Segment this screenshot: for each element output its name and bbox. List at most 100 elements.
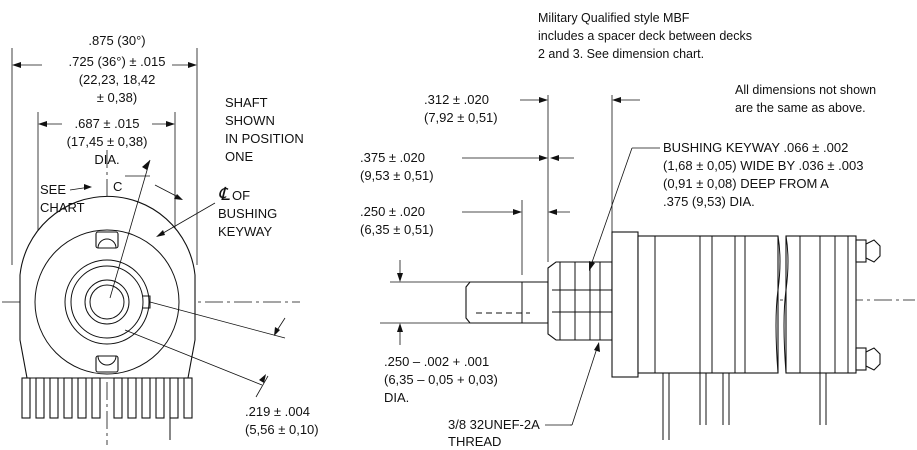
thread-line1: 3/8 32UNEF-2A xyxy=(448,417,540,432)
keyway-note-line1: BUSHING KEYWAY .066 ± .002 xyxy=(663,140,848,155)
rear-nut-bottom xyxy=(855,347,867,371)
nut-bottom xyxy=(865,347,881,371)
arrowhead xyxy=(397,273,403,282)
mbf-note-line3: 2 and 3. See dimension chart. xyxy=(538,47,704,61)
dim-width-line2: .725 (36°) ± .015 xyxy=(69,54,166,69)
bottom-tab-curve xyxy=(97,355,117,366)
shaft-note-line2: SHOWN xyxy=(225,113,275,128)
terminal-pins xyxy=(21,377,193,440)
shaft-inner-circle xyxy=(89,284,125,320)
housing-circle xyxy=(34,229,180,375)
shaft-note-line3: IN POSITION xyxy=(225,131,304,146)
dim-bushing-line2: (17,45 ± 0,38) xyxy=(67,134,148,149)
arrowhead xyxy=(539,97,548,103)
shaft-circle xyxy=(84,279,130,325)
not-shown-note-line2: are the same as above. xyxy=(735,101,866,115)
dim-250-line2: (6,35 ± 0,51) xyxy=(360,222,434,237)
terminal-pin xyxy=(63,377,73,419)
dim-keyway-line1: .219 ± .004 xyxy=(245,404,310,419)
arrowhead xyxy=(259,374,266,383)
arrowhead xyxy=(594,342,600,352)
dim-bushing-line1: .687 ± .015 xyxy=(75,116,140,131)
dim-250-line1: .250 ± .020 xyxy=(360,204,425,219)
deck-stack xyxy=(637,235,779,374)
top-tab xyxy=(95,231,119,249)
centerline-symbol: ℄ xyxy=(218,184,230,204)
rear-deck xyxy=(785,235,857,374)
arrowhead xyxy=(513,209,522,215)
shaft xyxy=(465,281,549,324)
centerline-note-line3: KEYWAY xyxy=(218,224,273,239)
mbf-note-line1: Military Qualified style MBF xyxy=(538,11,690,25)
centerline-note-line2: BUSHING xyxy=(218,206,277,221)
rear-nut-top xyxy=(855,239,867,263)
arrowhead xyxy=(174,194,183,200)
thread-leader xyxy=(571,344,599,426)
bushing-circle xyxy=(70,265,144,339)
terminal-pin xyxy=(91,377,101,419)
dim-width-line3: (22,23, 18,42 xyxy=(79,72,156,87)
shaft-leader xyxy=(109,159,151,299)
arrowhead xyxy=(188,62,197,68)
arrowhead xyxy=(38,121,47,127)
arrowhead xyxy=(84,184,92,190)
thread-line2: THREAD xyxy=(448,434,501,449)
arrowhead xyxy=(12,62,21,68)
dim-width-line1: .875 (30°) xyxy=(88,33,145,48)
keyway-leader xyxy=(589,147,633,269)
keyway-note-line2: (1,68 ± 0,05) WIDE BY .036 ± .003 xyxy=(663,158,863,173)
keyway-note-line3: (0,91 ± 0,08) DEEP FROM A xyxy=(663,176,829,191)
dim-width-line4: ± 0,38) xyxy=(97,90,137,105)
keyway-extension xyxy=(149,301,286,339)
arrowhead xyxy=(548,209,557,215)
keyway-note-line4: .375 (9,53) DIA. xyxy=(663,194,755,209)
see-chart-line2: CHART xyxy=(40,200,85,215)
dim-keyway-line2: (5,56 ± 0,10) xyxy=(245,422,319,437)
arrowhead xyxy=(589,261,595,271)
arrowhead xyxy=(156,230,165,237)
side-view: Military Qualified style MBF includes a … xyxy=(360,11,915,449)
terminal-pin xyxy=(77,377,87,419)
see-chart-line1: SEE xyxy=(40,182,66,197)
centerline-note-line1: OF xyxy=(232,188,250,203)
shaft-dia-line2: (6,35 – 0,05 + 0,03) xyxy=(384,372,498,387)
arrowhead xyxy=(539,155,548,161)
dim-375-line1: .375 ± .020 xyxy=(360,150,425,165)
arrowhead xyxy=(397,323,403,332)
arrowhead xyxy=(166,121,175,127)
dim-312-line1: .312 ± .020 xyxy=(424,92,489,107)
terminal-pin xyxy=(141,377,151,419)
angle-c-arrow xyxy=(154,184,181,199)
offset-arrow xyxy=(255,375,269,398)
arrowhead xyxy=(550,155,559,161)
bushing xyxy=(547,261,613,341)
mounting-plate xyxy=(611,231,639,378)
housing-outline xyxy=(19,195,196,379)
top-tab-curve xyxy=(97,238,117,249)
terminal-pin xyxy=(21,377,31,419)
dim-312-line2: (7,92 ± 0,51) xyxy=(424,110,498,125)
front-view: .875 (30°) .725 (36°) ± .015 (22,23, 18,… xyxy=(2,33,319,445)
terminal-pin xyxy=(49,377,59,419)
terminal-pin xyxy=(169,377,179,419)
bushing-outer-circle xyxy=(64,259,150,345)
terminal-pin xyxy=(155,377,165,419)
keyway-extension xyxy=(124,329,263,386)
arrowhead xyxy=(142,160,150,170)
break-line xyxy=(775,235,781,374)
not-shown-note-line1: All dimensions not shown xyxy=(735,83,876,97)
terminal-pin xyxy=(183,377,193,419)
terminal-pin xyxy=(113,377,123,419)
shaft-dia-line3: DIA. xyxy=(384,390,409,405)
bottom-tab xyxy=(95,355,119,373)
break-line xyxy=(783,235,789,374)
mbf-note-line2: includes a spacer deck between decks xyxy=(538,29,752,43)
arrowhead xyxy=(612,97,621,103)
keyway-leader xyxy=(157,202,216,237)
dim-bushing-line3: DIA. xyxy=(94,152,119,167)
shaft-dia-line1: .250 – .002 + .001 xyxy=(384,354,489,369)
shaft-note-line1: SHAFT xyxy=(225,95,268,110)
angle-c-label: C xyxy=(113,179,122,194)
terminal-pin xyxy=(127,377,137,419)
